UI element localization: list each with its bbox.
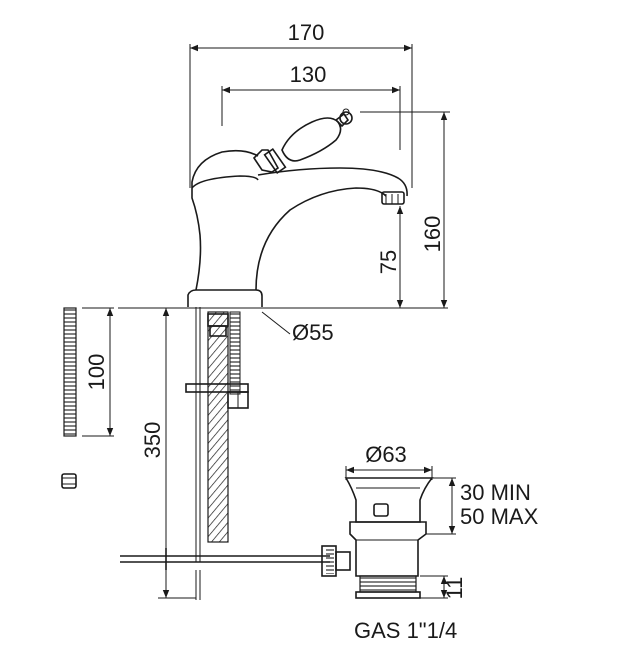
dim-height-spout: 75 <box>376 250 401 274</box>
threaded-rod-detail <box>61 307 77 489</box>
dim-thread-length: 100 <box>84 354 109 391</box>
dim-drain-max: 50 MAX <box>460 504 539 529</box>
dim-base-diameter: Ø55 <box>292 320 334 345</box>
faucet-body <box>187 149 408 307</box>
dim-drain-thread: 11 <box>442 577 467 600</box>
drain-assembly <box>120 477 434 600</box>
faucet-handle <box>252 108 353 174</box>
dim-drain-min: 30 MIN <box>460 480 531 505</box>
supply-hoses <box>185 307 249 545</box>
dim-height-total: 160 <box>420 216 445 253</box>
dimension-lines <box>82 44 456 599</box>
dim-width-overall: 170 <box>288 20 325 45</box>
dim-width-spout: 130 <box>290 62 327 87</box>
dim-hose-length: 350 <box>140 422 165 459</box>
dim-drain-gas: GAS 1"1/4 <box>354 618 457 643</box>
dim-drain-diameter: Ø63 <box>365 442 407 467</box>
